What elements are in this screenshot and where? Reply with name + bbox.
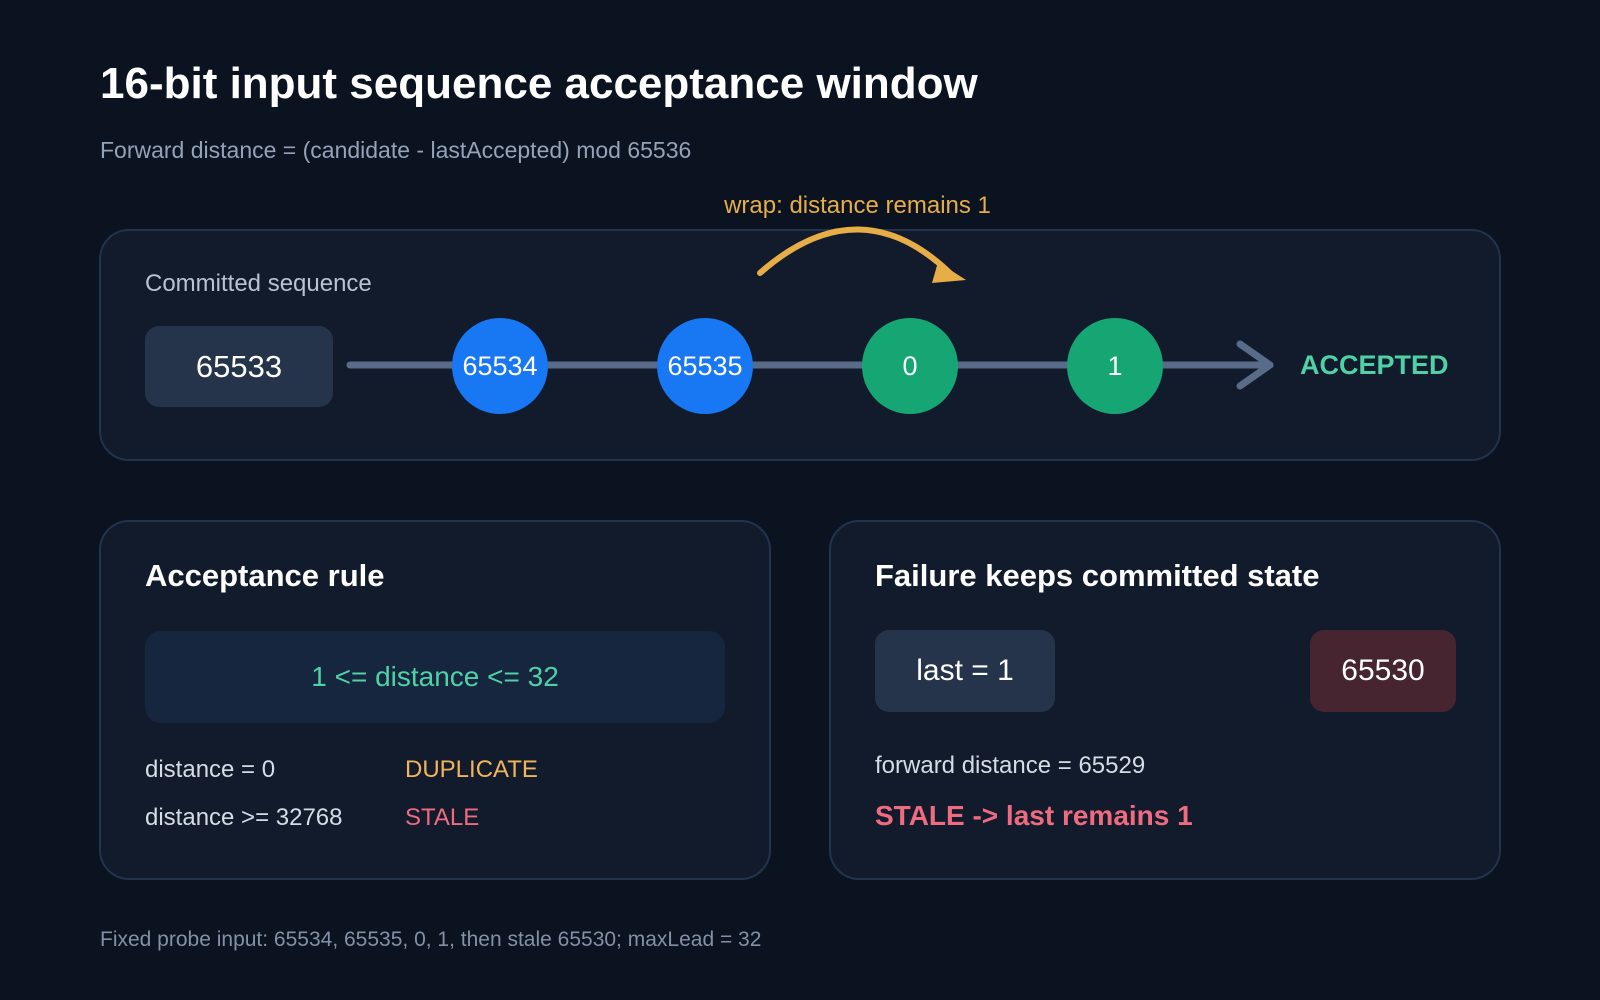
- failure-heading: Failure keeps committed state: [875, 558, 1320, 593]
- rule-outcome-stale: STALE: [405, 804, 480, 831]
- wrap-arc: [757, 226, 955, 278]
- rule-outcome-duplicate: DUPLICATE: [405, 756, 538, 783]
- sequence-node: 65535: [657, 318, 753, 414]
- forward-distance-text: forward distance = 65529: [875, 752, 1146, 779]
- committed-sequence-label: Committed sequence: [145, 270, 372, 297]
- sequence-node: 65534: [452, 318, 548, 414]
- stale-candidate-box: 65530: [1310, 630, 1456, 712]
- rule-condition: distance = 0: [145, 756, 276, 783]
- sequence-node: 0: [862, 318, 958, 414]
- acceptance-rule-heading: Acceptance rule: [145, 558, 385, 593]
- stale-result-text: STALE -> last remains 1: [875, 800, 1193, 831]
- page-subtitle: Forward distance = (candidate - lastAcce…: [100, 137, 692, 163]
- wrap-note: wrap: distance remains 1: [724, 192, 991, 219]
- committed-value-box: 65533: [145, 326, 333, 407]
- footer-note: Fixed probe input: 65534, 65535, 0, 1, t…: [100, 928, 762, 951]
- rule-condition: distance >= 32768: [145, 804, 343, 831]
- last-accepted-box: last = 1: [875, 630, 1055, 712]
- timeline-arrowhead: [1236, 340, 1274, 390]
- page-title: 16-bit input sequence acceptance window: [100, 59, 978, 108]
- wrap-arrowhead: [932, 262, 966, 283]
- accepted-label: ACCEPTED: [1300, 350, 1449, 380]
- sequence-node: 1: [1067, 318, 1163, 414]
- acceptance-formula: 1 <= distance <= 32: [145, 631, 725, 723]
